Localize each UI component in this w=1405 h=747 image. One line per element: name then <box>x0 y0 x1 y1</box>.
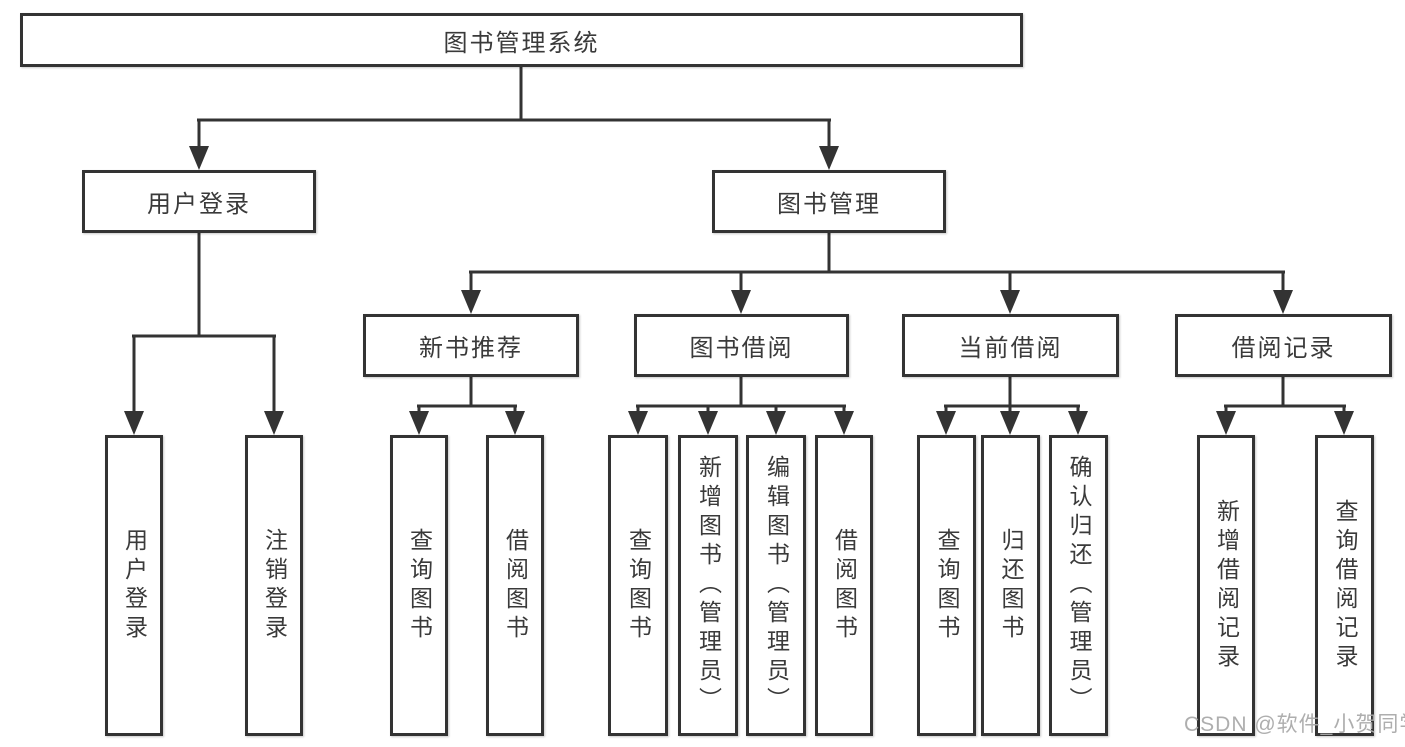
connector-records-to-leaves <box>1216 377 1354 435</box>
leaf-records-query-record: 查询借阅记录 <box>1315 435 1374 736</box>
leaf-recommend-query-books: 查询图书 <box>390 435 448 736</box>
node-book-borrow: 图书借阅 <box>634 314 849 377</box>
leaf-current-query-books: 查询图书 <box>917 435 976 736</box>
connector-mgmt-to-level3 <box>461 233 1293 314</box>
leaf-borrow-borrow-books-label: 借阅图书 <box>831 527 858 644</box>
node-borrow-records: 借阅记录 <box>1175 314 1392 377</box>
leaf-current-confirm-return-label: 确认归还（管理员） <box>1066 455 1092 716</box>
leaf-borrow-query-books: 查询图书 <box>608 435 668 736</box>
leaf-user-login-label: 用户登录 <box>121 527 148 644</box>
connector-borrow-to-leaves <box>628 377 854 435</box>
leaf-borrow-add-books-label: 新增图书（管理员） <box>695 455 722 716</box>
leaf-current-confirm-return: 确认归还（管理员） <box>1049 435 1108 736</box>
leaf-borrow-edit-books-label: 编辑图书（管理员） <box>763 455 790 716</box>
leaf-current-query-books-label: 查询图书 <box>934 527 960 644</box>
leaf-recommend-borrow-books-label: 借阅图书 <box>502 527 529 644</box>
leaf-current-return-books: 归还图书 <box>981 435 1040 736</box>
leaf-logout: 注销登录 <box>245 435 303 736</box>
connector-recommend-to-leaves <box>409 377 525 435</box>
leaf-borrow-add-books: 新增图书（管理员） <box>678 435 738 736</box>
watermark: CSDN @软件_小贺同学 <box>1184 713 1405 736</box>
leaf-records-query-record-label: 查询借阅记录 <box>1332 498 1358 673</box>
leaf-current-return-books-label: 归还图书 <box>998 527 1024 644</box>
leaf-borrow-edit-books: 编辑图书（管理员） <box>746 435 806 736</box>
leaf-user-login: 用户登录 <box>105 435 163 736</box>
node-user-login: 用户登录 <box>82 170 316 233</box>
leaf-records-add-record: 新增借阅记录 <box>1197 435 1255 736</box>
connector-root-to-level2 <box>189 67 839 170</box>
leaf-recommend-query-books-label: 查询图书 <box>406 527 433 644</box>
connector-login-to-leaves <box>124 233 284 435</box>
node-book-management: 图书管理 <box>712 170 946 233</box>
leaf-records-add-record-label: 新增借阅记录 <box>1213 498 1240 673</box>
node-new-book-recommend: 新书推荐 <box>363 314 579 377</box>
leaf-borrow-query-books-label: 查询图书 <box>625 527 652 644</box>
leaf-recommend-borrow-books: 借阅图书 <box>486 435 544 736</box>
node-current-borrow: 当前借阅 <box>902 314 1119 377</box>
leaf-logout-label: 注销登录 <box>261 527 288 644</box>
node-root: 图书管理系统 <box>20 13 1023 67</box>
leaf-borrow-borrow-books: 借阅图书 <box>815 435 873 736</box>
connector-current-to-leaves <box>936 377 1088 435</box>
